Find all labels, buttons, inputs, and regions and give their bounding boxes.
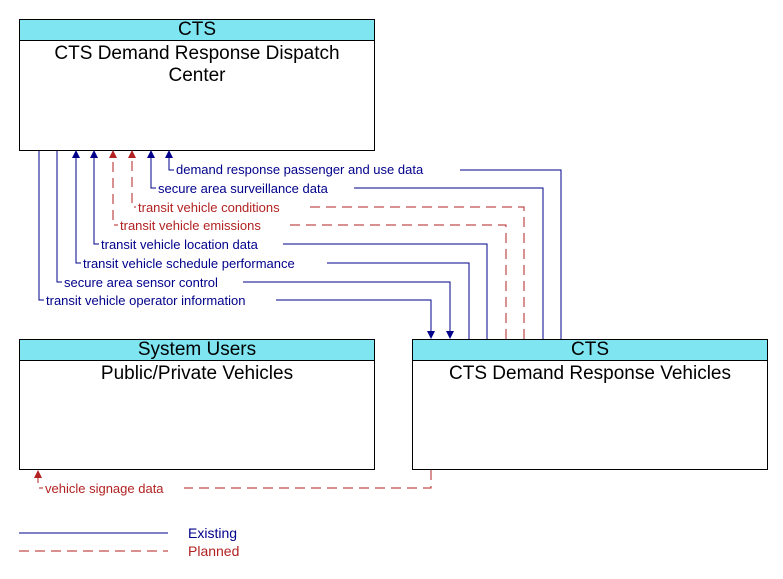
flow-label-f9: vehicle signage data [45, 481, 164, 496]
flow-vehicle-signage-data: vehicle signage data [34, 470, 432, 496]
flow-transit-vehicle-schedule-performance: transit vehicle schedule performance [72, 150, 470, 339]
flow-transit-vehicle-location-data: transit vehicle location data [90, 150, 488, 339]
dispatch-center-header: CTS [20, 20, 374, 41]
arrowhead-icon [34, 470, 42, 478]
flow-label-f4: transit vehicle emissions [120, 218, 261, 233]
flow-transit-vehicle-operator-information: transit vehicle operator information [38, 151, 435, 339]
arrowhead-icon [446, 331, 454, 339]
flow-label-f6: transit vehicle schedule performance [83, 256, 295, 271]
flow-label-f5: transit vehicle location data [101, 237, 259, 252]
arrowhead-icon [165, 150, 173, 158]
arrowhead-icon [147, 150, 155, 158]
demand-response-vehicles-header: CTS [413, 340, 767, 361]
flow-label-f8: transit vehicle operator information [46, 293, 245, 308]
arrowhead-icon [128, 150, 136, 158]
legend-planned-label: Planned [188, 543, 240, 559]
public-private-vehicles-box: System Users Public/Private Vehicles [19, 339, 375, 470]
flow-secure-area-surveillance-data: secure area surveillance data [147, 150, 544, 339]
flow-transit-vehicle-conditions: transit vehicle conditions [128, 150, 525, 339]
flow-label-f2: secure area surveillance data [158, 181, 329, 196]
dispatch-center-title: CTS Demand Response Dispatch Center [54, 43, 340, 86]
flow-transit-vehicle-emissions: transit vehicle emissions [109, 150, 507, 339]
flow-label-f3: transit vehicle conditions [138, 200, 280, 215]
arrowhead-icon [72, 150, 80, 158]
public-private-vehicles-header: System Users [20, 340, 374, 361]
dispatch-center-box: CTS CTS Demand Response Dispatch Center [19, 19, 375, 151]
legend-existing-label: Existing [188, 525, 238, 541]
demand-response-vehicles-box: CTS CTS Demand Response Vehicles [412, 339, 768, 470]
flow-label-f1: demand response passenger and use data [176, 162, 424, 177]
demand-response-vehicles-title: CTS Demand Response Vehicles [449, 363, 731, 384]
public-private-vehicles-title: Public/Private Vehicles [100, 363, 294, 384]
arrowhead-icon [109, 150, 117, 158]
flow-secure-area-sensor-control: secure area sensor control [56, 151, 454, 339]
flow-label-f7: secure area sensor control [64, 275, 218, 290]
flow-demand-response-passenger-data: demand response passenger and use data [165, 150, 562, 339]
arrowhead-icon [427, 331, 435, 339]
arrowhead-icon [90, 150, 98, 158]
